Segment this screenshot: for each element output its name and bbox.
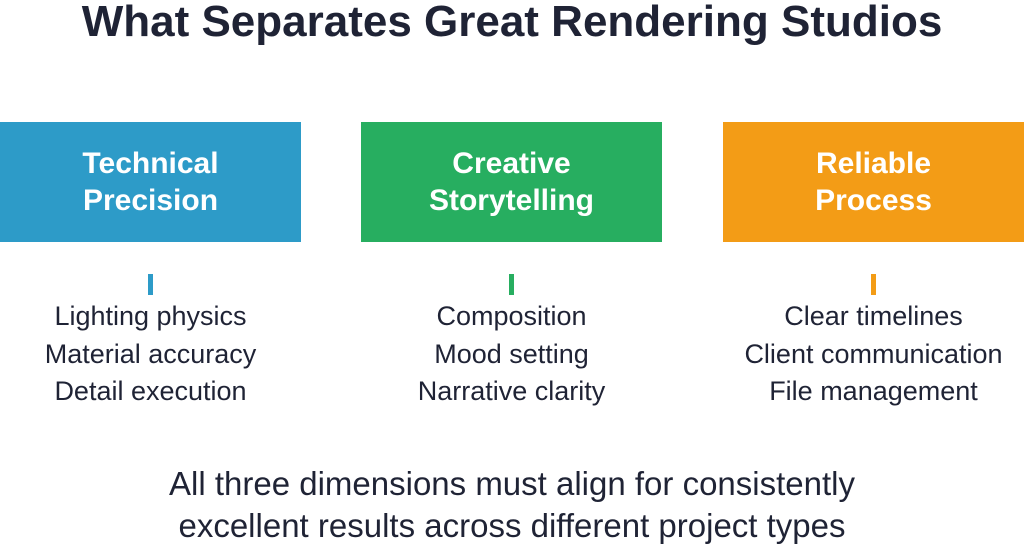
list-item: Detail execution bbox=[54, 376, 247, 406]
list-item: Composition bbox=[436, 301, 587, 331]
connector-tick bbox=[871, 274, 876, 295]
pillar-title-line: Technical bbox=[82, 147, 219, 180]
diagram-title: What Separates Great Rendering Studios bbox=[81, 0, 943, 46]
pillar-title-line: Reliable bbox=[815, 147, 932, 180]
pillar-title-line: Process bbox=[815, 184, 932, 217]
summary-line: excellent results across different proje… bbox=[178, 507, 846, 544]
list-item: Client communication bbox=[744, 338, 1003, 369]
pillar-item-list: Clear timelines Client communication Fil… bbox=[723, 298, 1024, 411]
pillar-title-line: Creative bbox=[452, 147, 571, 180]
list-item: Material accuracy bbox=[44, 338, 257, 369]
pillar-header: Technical Precision bbox=[0, 122, 301, 242]
list-item: Narrative clarity bbox=[417, 376, 606, 406]
pillar-item-list: Composition Mood setting Narrative clari… bbox=[361, 298, 662, 411]
pillar-title-line: Storytelling bbox=[428, 184, 594, 217]
pillar-creative-storytelling: Creative Storytelling Composition Mood s… bbox=[361, 122, 662, 411]
pillar-technical-precision: Technical Precision Lighting physics Mat… bbox=[0, 122, 301, 411]
pillar-reliable-process: Reliable Process Clear timelines Client … bbox=[723, 122, 1024, 411]
list-item: Clear timelines bbox=[784, 301, 963, 331]
pillar-header: Creative Storytelling bbox=[361, 122, 662, 242]
pillar-item-list: Lighting physics Material accuracy Detai… bbox=[0, 298, 301, 411]
list-item: Mood setting bbox=[434, 338, 589, 369]
list-item: File management bbox=[769, 376, 978, 406]
pillar-title-line: Precision bbox=[82, 184, 219, 217]
summary-line: All three dimensions must align for cons… bbox=[169, 465, 855, 502]
summary-caption: All three dimensions must align for cons… bbox=[0, 463, 1024, 547]
connector-tick bbox=[509, 274, 514, 295]
pillar-header: Reliable Process bbox=[723, 122, 1024, 242]
list-item: Lighting physics bbox=[54, 301, 247, 331]
connector-tick bbox=[148, 274, 153, 295]
